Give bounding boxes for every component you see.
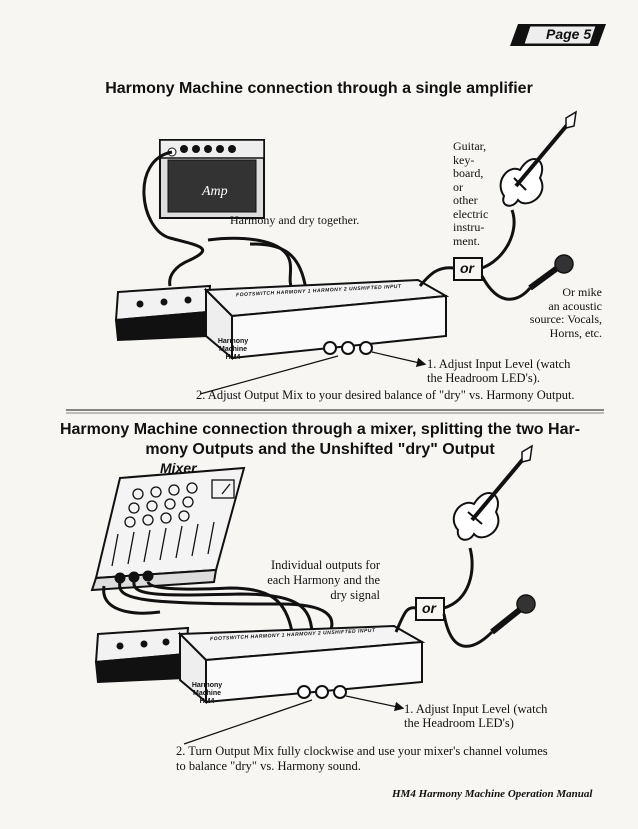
section2-title: Harmony Machine connection through a mix… <box>40 420 600 460</box>
device-label: Harmony Machine HM4 <box>208 338 258 362</box>
mike-line: Or mike <box>562 285 602 299</box>
microphone-icon <box>490 594 536 635</box>
mike-line: source: Vocals, <box>529 312 602 326</box>
section1-title: Harmony Machine connection through a sin… <box>105 80 533 97</box>
step2-line: 2. Turn Output Mix fully clockwise and u… <box>176 744 548 758</box>
step1-line: the Headroom LED's) <box>404 716 514 730</box>
footer-manual-title: HM4 Harmony Machine Operation Manual <box>392 788 593 800</box>
device-label: Harmony Machine HM4 <box>182 682 232 706</box>
jack-label: INPUT <box>383 283 402 291</box>
caption-line: Individual outputs for <box>270 558 380 572</box>
or-label: or <box>422 600 436 616</box>
guitar-icon <box>499 110 577 207</box>
instrument-line: other <box>453 193 478 207</box>
amplifier-icon <box>159 139 265 219</box>
caption-line: dry signal <box>330 588 380 602</box>
page-number-tab: Page 5 <box>508 22 608 48</box>
device-line: Machine <box>192 690 221 697</box>
mike-line: Horns, etc. <box>549 325 602 340</box>
device-line: Harmony <box>191 682 223 689</box>
mixer-label: Mixer <box>160 460 197 476</box>
instrument-line: instru- <box>453 220 485 234</box>
instrument-line: electric <box>453 206 489 221</box>
step2-text: 2. Adjust Output Mix to your desired bal… <box>196 388 575 402</box>
device-line: Machine <box>218 346 247 353</box>
step1-line: 1. Adjust Input Level (watch <box>404 702 548 716</box>
instrument-line: ment. <box>453 233 480 248</box>
jack-label: INPUT <box>357 627 376 635</box>
instrument-line: Guitar, <box>453 139 487 153</box>
footswitch-icon <box>114 284 212 342</box>
mike-line: an acoustic <box>548 298 602 313</box>
footswitch-icon <box>94 626 190 684</box>
page-number: Page 5 <box>546 26 592 42</box>
instrument-line: or <box>453 179 463 194</box>
device-line: HM4 <box>225 354 241 361</box>
section2-title-line: Harmony Machine connection through a mix… <box>59 421 581 438</box>
step2-line: to balance "dry" vs. Harmony sound. <box>176 759 361 773</box>
mike-text: Or mike an acoustic source: Vocals, Horn… <box>494 285 602 340</box>
microphone-icon <box>528 254 574 291</box>
hm4-device <box>203 278 450 361</box>
mixer-caption: Individual outputs for each Harmony and … <box>240 558 380 603</box>
amp-label: Amp <box>202 184 228 199</box>
caption-line: each Harmony and the <box>267 573 380 587</box>
section2-title-line: mony Outputs and the Unshifted "dry" Out… <box>145 441 495 458</box>
caption-harmony-dry: Harmony and dry together. <box>230 213 360 227</box>
hm4-device <box>177 624 426 705</box>
instrument-text: Guitar, key- board, or other electric in… <box>453 139 489 248</box>
device-line: Harmony <box>217 338 249 345</box>
step1-text: 1. Adjust Input Level (watch the Headroo… <box>427 357 570 385</box>
step1-text: 1. Adjust Input Level (watch the Headroo… <box>404 702 547 730</box>
instrument-line: board, <box>453 166 484 180</box>
instrument-line: key- <box>453 152 475 167</box>
guitar-icon <box>452 444 533 541</box>
mixer-icon <box>90 466 246 592</box>
step2-text: 2. Turn Output Mix fully clockwise and u… <box>176 744 548 774</box>
device-line: HM4 <box>199 698 215 705</box>
step1-line: the Headroom LED's). <box>427 371 540 385</box>
step1-line: 1. Adjust Input Level (watch <box>427 357 571 371</box>
page-tab-shape <box>510 24 606 46</box>
or-label: or <box>460 260 474 276</box>
